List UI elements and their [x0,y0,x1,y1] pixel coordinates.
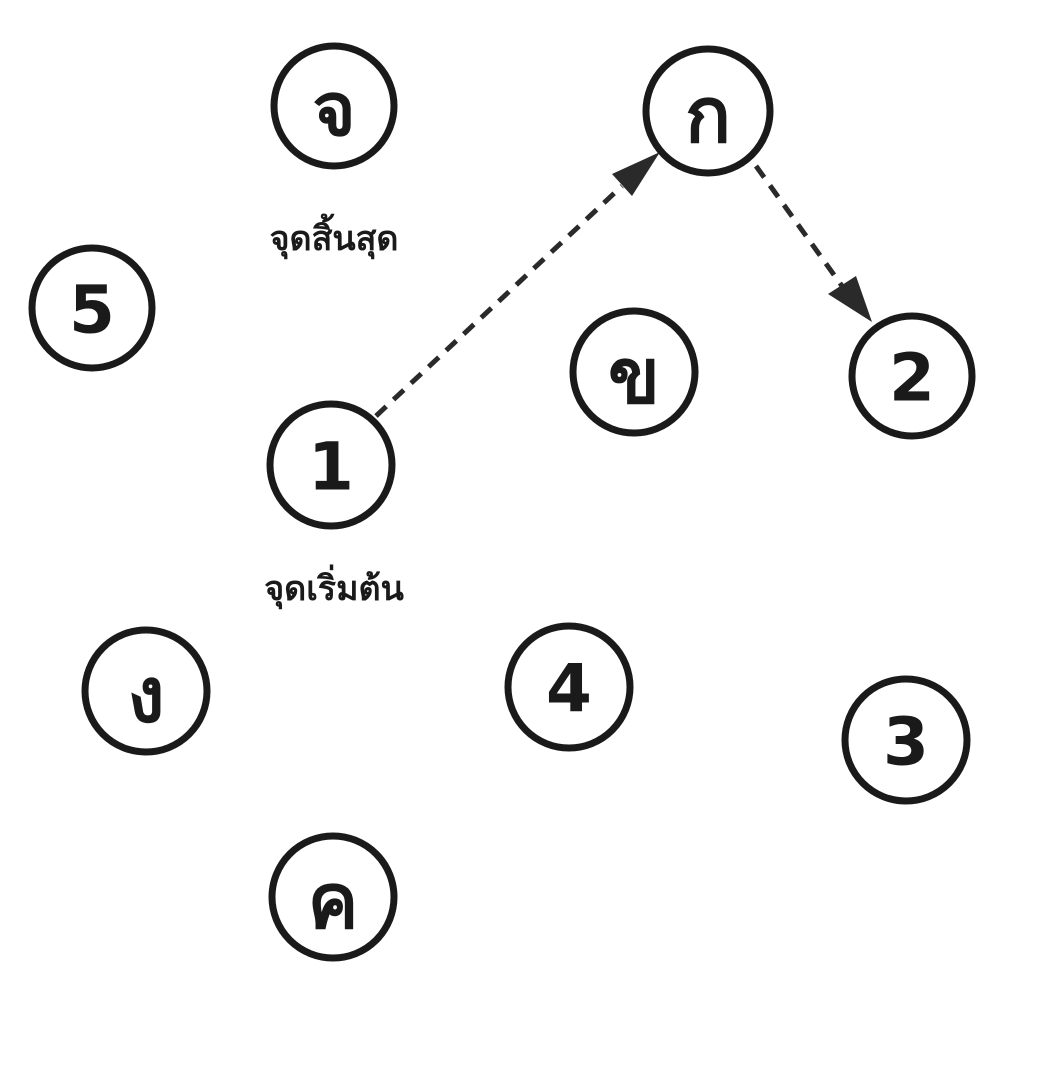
node-ko-label: ก [685,71,731,160]
node-two-label: 2 [889,340,935,417]
node-jo: จ [270,42,398,170]
node-kho-khai: ข [569,307,699,437]
node-ngo-label: ง [127,651,164,740]
node-four-label: 4 [546,651,592,728]
node-ngo: ง [81,626,211,756]
edge-ko-to-2 [753,164,872,322]
node-kho-khai-label: ข [608,332,660,421]
node-kho-khwai: ค [268,832,398,962]
node-ko: ก [642,45,774,177]
node-three: 3 [841,675,971,805]
node-five-label: 5 [69,272,115,349]
start-point-caption: จุดเริ่มต้น [264,564,404,610]
edge-1-to-ko [374,152,660,418]
node-one-label: 1 [308,429,354,506]
node-jo-label: จ [312,67,355,153]
edge-ko-to-2-arrowhead [828,276,872,322]
node-two: 2 [848,312,976,440]
node-three-label: 3 [883,704,929,781]
end-point-caption: จุดสิ้นสุด [270,213,399,260]
node-four: 4 [504,622,634,752]
node-five: 5 [28,244,156,372]
node-one: 1 [266,400,396,530]
edge-1-to-ko-arrowhead [612,152,660,196]
edge-ko-to-2-line [753,164,845,288]
edge-1-to-ko-line [374,184,624,418]
node-kho-khwai-label: ค [308,857,359,946]
